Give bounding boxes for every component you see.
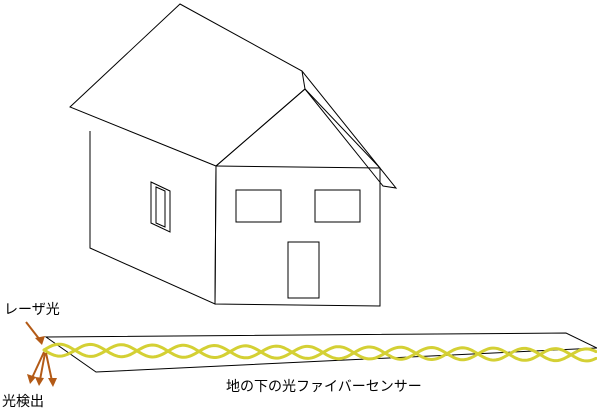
underground-strip (44, 332, 597, 373)
fiber-strand-b (42, 342, 597, 363)
side-window-inner (155, 186, 166, 228)
strip-outline (44, 332, 597, 373)
front-wall (214, 88, 381, 307)
roof (69, 3, 398, 189)
front-window-left (235, 189, 282, 223)
side-window (150, 181, 171, 233)
front-wall-top (215, 165, 381, 169)
sensor-caption: 地の下の光ファイバーセンサー (226, 379, 422, 395)
light-detection-arrows (27, 351, 57, 387)
front-window-right (314, 189, 361, 223)
laser-light-label: レーザ光 (4, 302, 60, 318)
side-wall (89, 131, 217, 305)
light-detection-label: 光検出 (2, 394, 44, 410)
roof-ridge (301, 70, 306, 90)
laser-input-arrow (25, 321, 45, 345)
front-door (287, 241, 320, 299)
house (69, 3, 398, 307)
fiber-optic-sensor (42, 342, 597, 363)
